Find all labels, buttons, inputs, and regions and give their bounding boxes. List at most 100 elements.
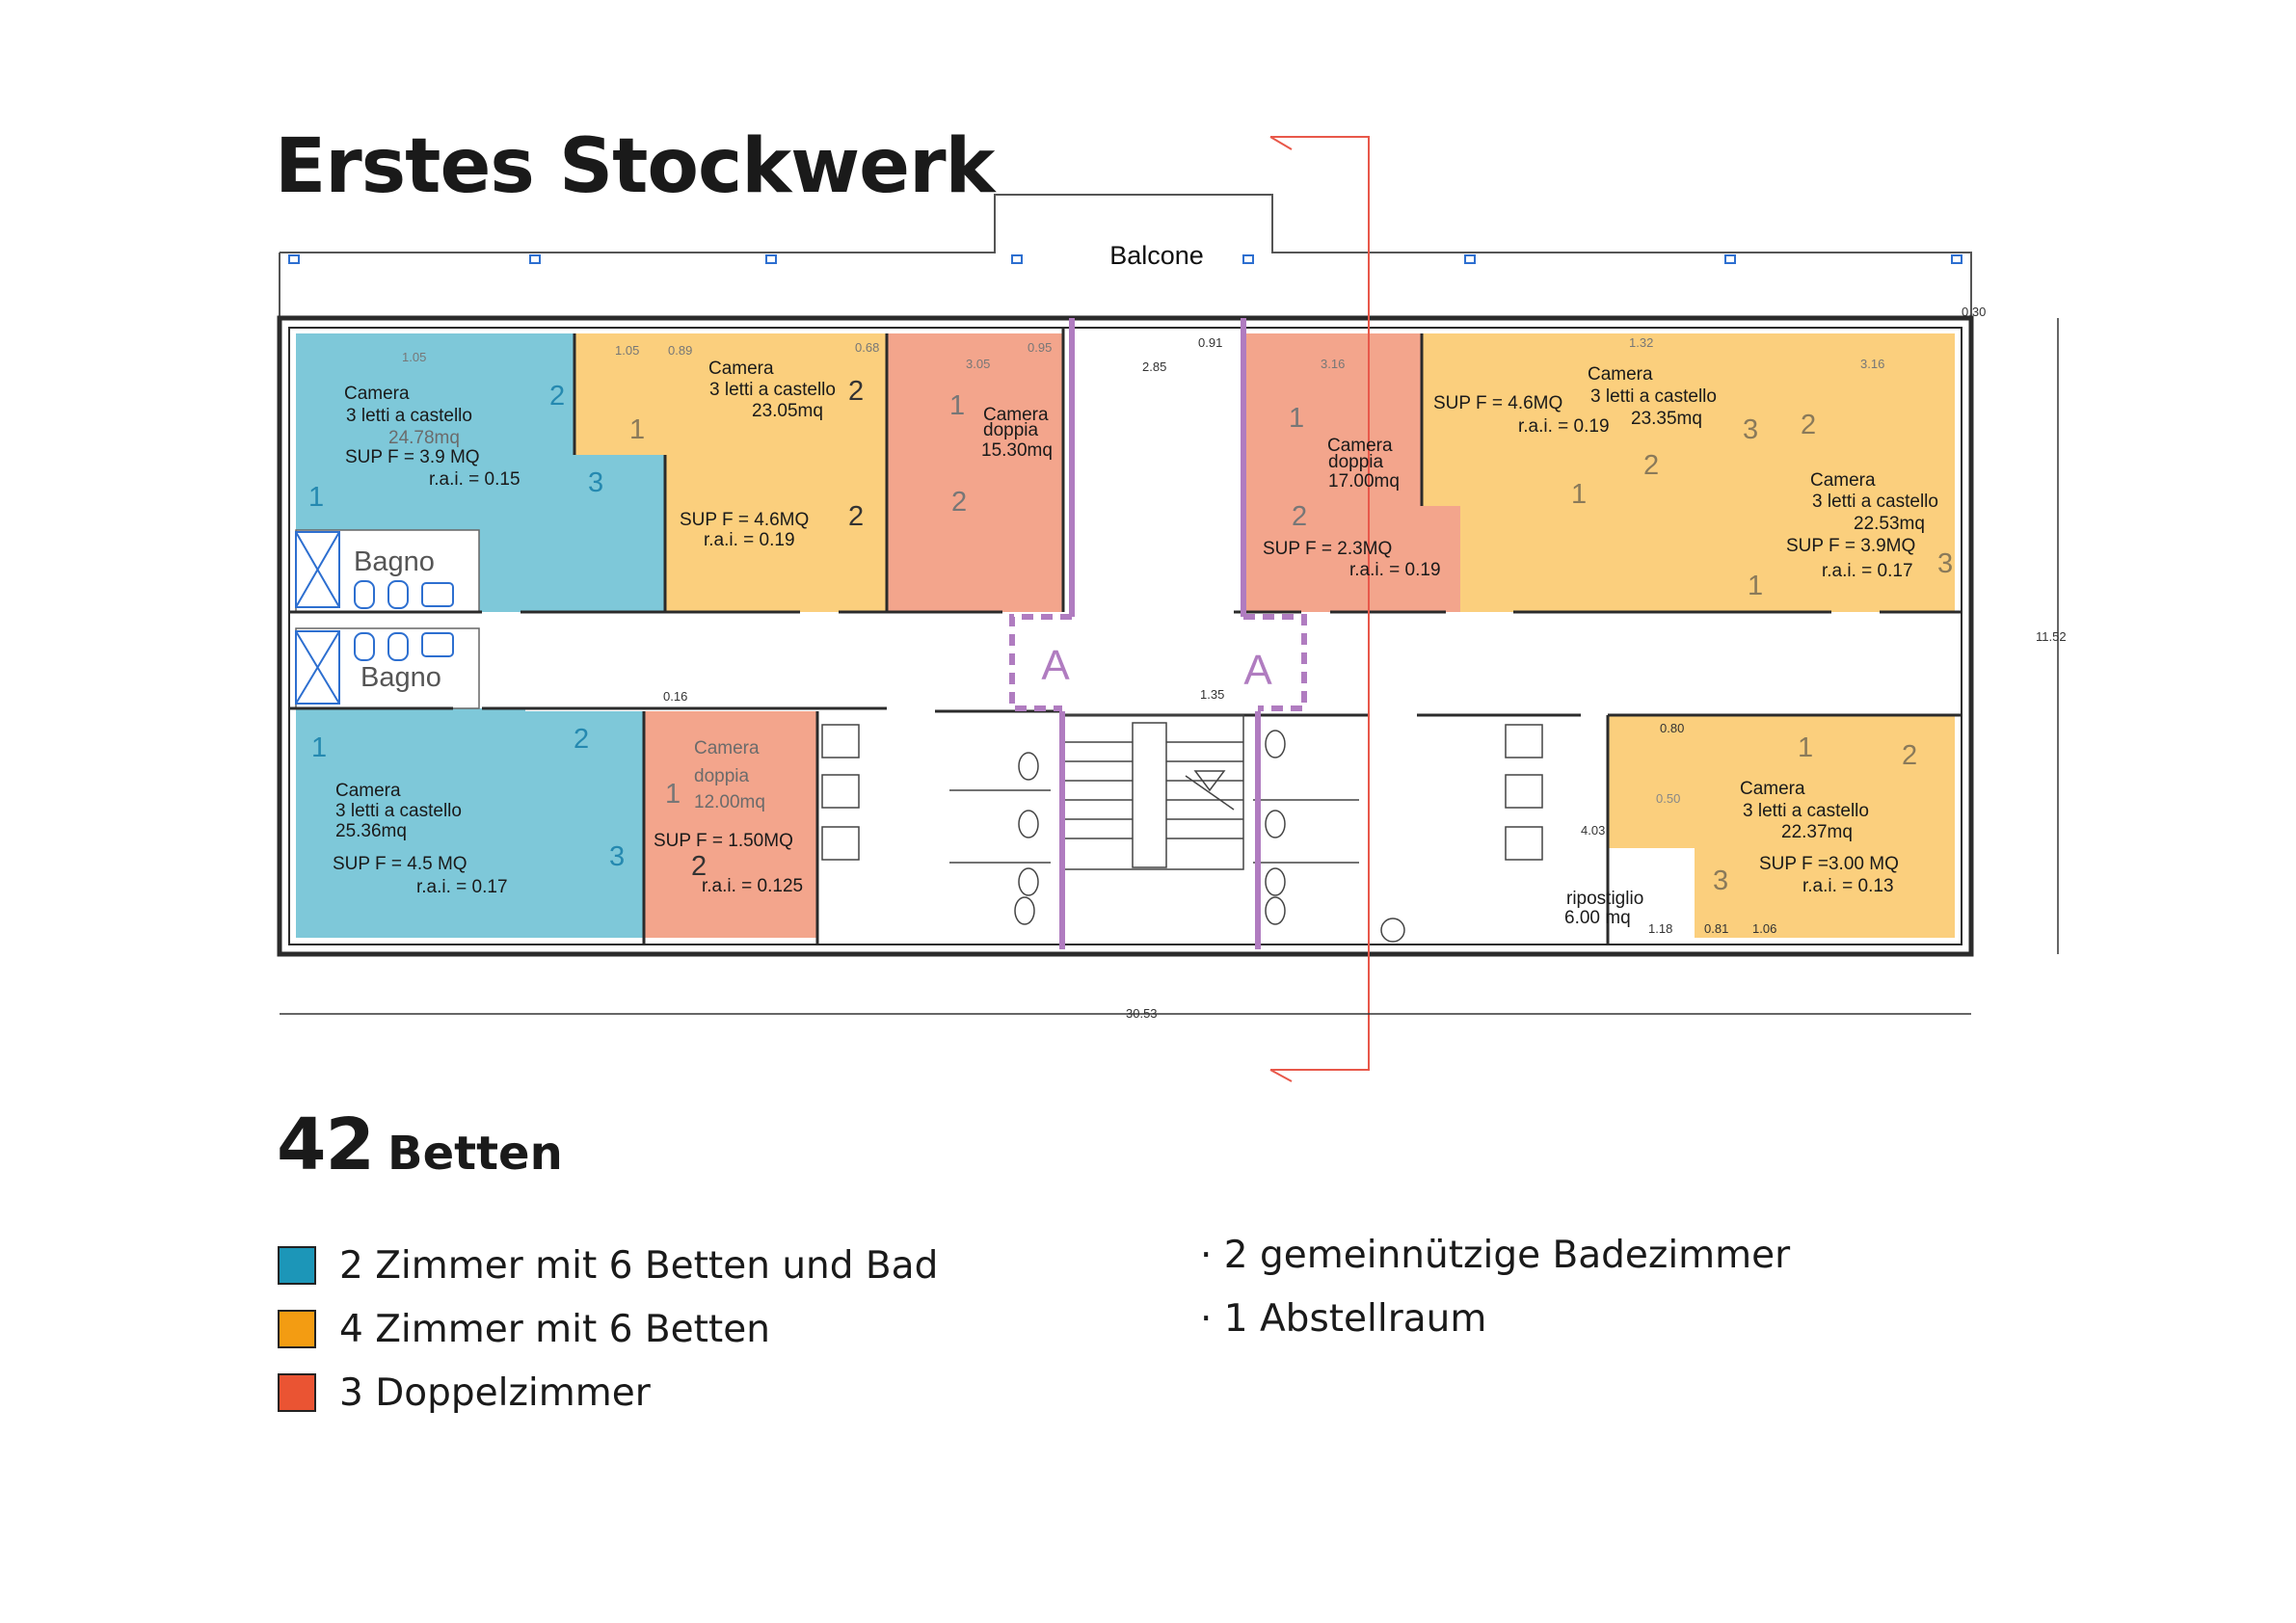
svg-text:r.a.i. = 0.125: r.a.i. = 0.125 [702, 876, 803, 896]
svg-text:1: 1 [1748, 571, 1763, 601]
svg-text:1.18: 1.18 [1648, 921, 1672, 936]
window-markers [288, 254, 1962, 264]
svg-text:30.53: 30.53 [1126, 1006, 1158, 1021]
legend-swatch-orange [278, 1310, 316, 1348]
svg-text:3: 3 [1743, 414, 1758, 445]
beds-label: Betten [387, 1127, 563, 1181]
balcone-label: Balcone [1109, 241, 1204, 270]
svg-text:1: 1 [1571, 479, 1587, 510]
svg-text:0.81: 0.81 [1704, 921, 1728, 936]
outer-wall [277, 315, 1974, 957]
svg-text:25.36mq: 25.36mq [335, 821, 407, 841]
svg-text:Camera: Camera [983, 405, 1049, 425]
svg-text:1.32: 1.32 [1629, 335, 1653, 350]
svg-text:SUP F = 3.9 MQ: SUP F = 3.9 MQ [345, 447, 480, 467]
legend-item: 2 Zimmer mit 6 Betten und Bad [278, 1234, 938, 1297]
svg-text:11.52: 11.52 [2036, 629, 2067, 644]
svg-text:3 letti a castello: 3 letti a castello [1590, 386, 1717, 407]
svg-text:0.16: 0.16 [663, 689, 687, 704]
section-cut-line [1270, 136, 1370, 1071]
svg-text:1: 1 [1289, 403, 1304, 434]
svg-text:3.05: 3.05 [966, 357, 990, 371]
svg-text:23.35mq: 23.35mq [1631, 409, 1702, 429]
svg-text:1: 1 [665, 779, 681, 810]
svg-text:SUP F = 1.50MQ: SUP F = 1.50MQ [654, 831, 793, 851]
svg-text:24.78mq: 24.78mq [388, 428, 460, 448]
svg-text:3 letti a castello: 3 letti a castello [335, 801, 462, 821]
svg-text:1.06: 1.06 [1752, 921, 1776, 936]
svg-text:2: 2 [1292, 501, 1307, 532]
section-lines [1009, 318, 1307, 949]
room-red-bottom [644, 711, 817, 938]
svg-text:Camera: Camera [1810, 470, 1876, 491]
room-labels: Camera 3 letti a castello 24.78mq SUP F … [333, 359, 1938, 928]
svg-text:1.05: 1.05 [615, 343, 639, 358]
svg-text:1: 1 [629, 414, 645, 445]
svg-text:ripostiglio: ripostiglio [1566, 889, 1643, 909]
svg-text:3: 3 [588, 467, 603, 498]
legend-label: 2 Zimmer mit 6 Betten und Bad [339, 1243, 939, 1288]
svg-text:doppia: doppia [694, 766, 749, 786]
svg-text:1.05: 1.05 [402, 350, 426, 364]
svg-text:0.95: 0.95 [1028, 340, 1052, 355]
svg-text:doppia: doppia [1328, 452, 1383, 472]
legend-swatch-blue [278, 1246, 316, 1285]
svg-text:3 letti a castello: 3 letti a castello [1812, 492, 1938, 512]
svg-text:1: 1 [308, 482, 324, 513]
svg-text:3.16: 3.16 [1860, 357, 1884, 371]
room-orange-top-1 [574, 333, 887, 612]
svg-text:22.53mq: 22.53mq [1854, 514, 1925, 534]
dimensions: 30.53 11.52 2.85 1.35 0.91 0.30 0.16 4.0… [280, 305, 2067, 1021]
svg-text:r.a.i. = 0.15: r.a.i. = 0.15 [429, 469, 521, 490]
svg-text:Camera: Camera [1327, 436, 1393, 456]
svg-text:3 letti a castello: 3 letti a castello [346, 406, 472, 426]
svg-text:3: 3 [1713, 865, 1728, 896]
svg-text:2: 2 [691, 851, 707, 882]
svg-text:3 letti a castello: 3 letti a castello [1743, 801, 1869, 821]
svg-text:0.80: 0.80 [1660, 721, 1684, 735]
svg-text:12.00mq: 12.00mq [694, 792, 765, 812]
bathroom-fixtures [295, 531, 454, 705]
svg-text:2: 2 [1902, 740, 1917, 771]
legend-label: 4 Zimmer mit 6 Betten [339, 1307, 770, 1351]
svg-text:1: 1 [311, 732, 327, 763]
svg-text:0.68: 0.68 [855, 340, 879, 355]
legend-item: 3 Doppelzimmer [278, 1361, 938, 1424]
svg-text:Camera: Camera [708, 359, 774, 379]
svg-text:3 letti a castello: 3 letti a castello [709, 380, 836, 400]
svg-text:1: 1 [1798, 732, 1813, 763]
svg-text:2.85: 2.85 [1142, 359, 1166, 374]
svg-text:SUP F = 2.3MQ: SUP F = 2.3MQ [1263, 539, 1392, 559]
svg-text:SUP F = 4.6MQ: SUP F = 4.6MQ [1433, 393, 1562, 413]
legend-swatch-red [278, 1373, 316, 1412]
note-item: · 1 Abstellraum [1200, 1297, 1487, 1341]
svg-text:2: 2 [848, 501, 864, 532]
svg-text:15.30mq: 15.30mq [981, 440, 1053, 461]
svg-text:r.a.i. = 0.17: r.a.i. = 0.17 [1822, 561, 1913, 581]
svg-text:r.a.i. = 0.19: r.a.i. = 0.19 [704, 530, 795, 550]
svg-text:1.35: 1.35 [1200, 687, 1224, 702]
svg-text:2: 2 [574, 724, 589, 755]
notes: · 2 gemeinnützige Badezimmer · 1 Abstell… [1200, 1229, 1790, 1356]
svg-text:3: 3 [1937, 548, 1953, 579]
shared-bathroom-fixtures [821, 724, 1543, 943]
svg-text:Camera: Camera [694, 738, 760, 758]
svg-text:2: 2 [549, 381, 565, 412]
svg-text:6.00 mq: 6.00 mq [1564, 908, 1631, 928]
svg-text:2: 2 [1801, 410, 1816, 440]
svg-text:r.a.i. = 0.19: r.a.i. = 0.19 [1518, 416, 1610, 437]
svg-text:Camera: Camera [335, 781, 401, 801]
svg-text:0.50: 0.50 [1656, 791, 1680, 806]
svg-text:r.a.i. = 0.17: r.a.i. = 0.17 [416, 877, 508, 897]
svg-text:1: 1 [949, 390, 965, 421]
svg-text:2: 2 [951, 487, 967, 518]
svg-text:2: 2 [1643, 450, 1659, 481]
svg-text:0.91: 0.91 [1198, 335, 1222, 350]
svg-text:0.30: 0.30 [1962, 305, 1986, 319]
bagno-label-bottom: Bagno [360, 662, 441, 693]
room-orange-bottom [1608, 715, 1955, 938]
svg-text:Camera: Camera [1740, 779, 1805, 799]
svg-text:4.03: 4.03 [1581, 823, 1605, 838]
